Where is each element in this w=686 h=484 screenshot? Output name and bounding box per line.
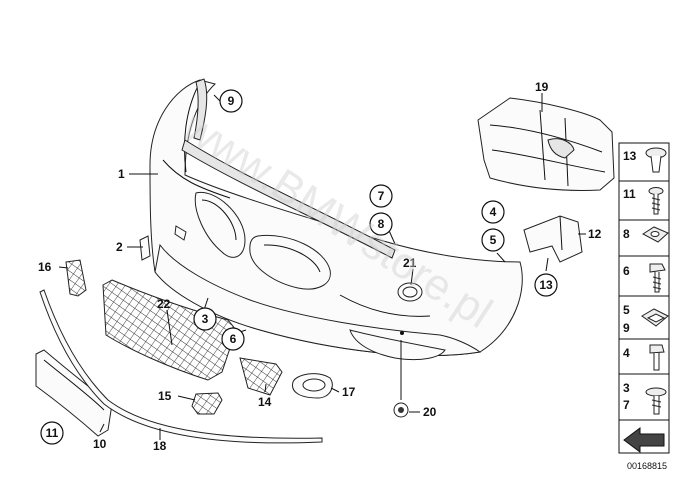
callout-9: 9 [228, 94, 235, 108]
callout-6: 6 [230, 332, 237, 346]
document-id: 00168815 [627, 461, 667, 471]
hex-bolt-icon [649, 344, 665, 371]
cap-21 [402, 286, 418, 298]
callout-22: 22 [157, 297, 171, 311]
callout-19: 19 [535, 80, 549, 94]
bumper-cover [149, 79, 523, 361]
callout-17: 17 [342, 385, 356, 399]
grommet-icon [642, 226, 669, 243]
callout-4: 4 [490, 205, 497, 219]
air-duct [477, 97, 615, 191]
callout-2: 2 [116, 240, 123, 254]
callout-13: 13 [539, 278, 553, 292]
fog-cover-left [191, 392, 223, 415]
callout-21: 21 [403, 256, 417, 270]
callout-5: 5 [490, 233, 497, 247]
legend-label-6: 6 [623, 264, 630, 278]
mounting-bracket [523, 215, 583, 263]
hardware-legend: 13 11 8 6 5 9 4 [618, 142, 670, 471]
legend-label-7: 7 [623, 398, 630, 412]
callout-3: 3 [202, 312, 209, 326]
license-plate-base [35, 349, 113, 437]
callout-20: 20 [423, 405, 437, 419]
legend-label-9: 9 [623, 321, 630, 335]
expansion-rivet-icon [645, 147, 667, 173]
callout-circle-13 [534, 273, 558, 297]
top-trim-9 [193, 78, 208, 141]
callout-15: 15 [158, 389, 172, 403]
screw-icon [648, 187, 664, 215]
callout-16: 16 [38, 260, 52, 274]
callout-12: 12 [588, 227, 602, 241]
callout-8: 8 [378, 217, 385, 231]
callout-10: 10 [93, 437, 107, 451]
screw-20 [393, 402, 409, 418]
callout-circle-7 [369, 184, 393, 208]
side-grille [239, 357, 283, 396]
trim-strip [39, 289, 323, 444]
callout-14: 14 [258, 395, 272, 409]
legend-label-8: 8 [623, 227, 630, 241]
callout-circle-5 [481, 228, 505, 252]
hex-screw-icon [649, 263, 666, 293]
callout-circle-11 [40, 421, 64, 445]
callout-circle-3 [193, 307, 217, 331]
legend-label-11: 11 [623, 187, 636, 201]
small-grille [65, 259, 87, 297]
callout-7: 7 [378, 189, 385, 203]
callout-18: 18 [153, 439, 167, 453]
callout-circle-4 [481, 200, 505, 224]
callout-labels: 1 2 16 22 9 3 6 7 8 21 4 5 19 12 13 17 1… [38, 80, 602, 453]
callout-11: 11 [46, 426, 59, 440]
callout-1: 1 [118, 167, 125, 181]
arrow-icon [623, 427, 665, 453]
callout-circle-8 [369, 212, 393, 236]
legend-label-4: 4 [623, 346, 630, 360]
flange-screw-icon [645, 387, 667, 415]
fog-ring [291, 373, 333, 399]
legend-label-5: 5 [623, 303, 630, 317]
legend-label-3: 3 [623, 381, 630, 395]
legend-label-13: 13 [623, 149, 637, 163]
callout-circle-6 [221, 327, 245, 351]
callout-circle-9 [219, 89, 243, 113]
clip [139, 235, 151, 261]
speed-nut-icon [641, 308, 669, 327]
